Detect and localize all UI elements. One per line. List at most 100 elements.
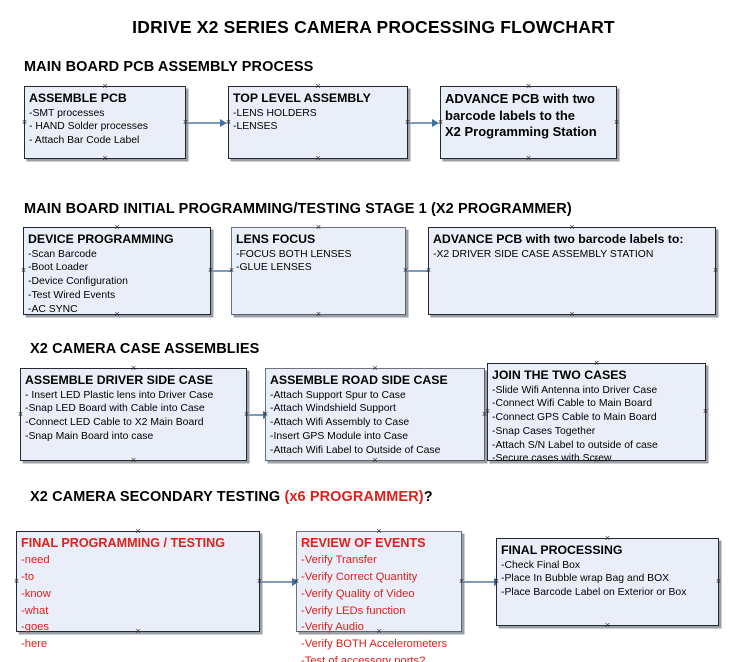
connection-handle-top[interactable]: ×: [376, 526, 382, 536]
node-line: -Attach Support Spur to Case: [270, 389, 406, 401]
node-line: -goes: [21, 621, 49, 634]
node-final-programming-testing[interactable]: FINAL PROGRAMMING / TESTING -need -to -k…: [14, 527, 262, 651]
node-line: -Connect GPS Cable to Main Board: [492, 412, 657, 424]
node-line: -Snap Cases Together: [492, 425, 596, 437]
node-line: -Attach Wifi Label to Outside of Case: [270, 444, 441, 456]
node-assemble-road-side-case[interactable]: ASSEMBLE ROAD SIDE CASE -Attach Support …: [263, 364, 487, 465]
connection-handle-right[interactable]: ×: [402, 265, 409, 275]
connection-handle-left[interactable]: ×: [20, 265, 27, 275]
arrow-top-level-to-advance-pcb: [410, 118, 440, 128]
node-line: -Secure cases with Screw: [492, 453, 612, 465]
connection-handle-left[interactable]: ×: [437, 116, 444, 127]
connection-handle-right[interactable]: ×: [243, 408, 250, 419]
node-advance-pcb-to-programming-station[interactable]: ADVANCE PCB with two barcode labels to t…: [438, 82, 619, 163]
node-line: -SMT processes: [29, 107, 105, 119]
node-final-processing[interactable]: FINAL PROCESSING -Check Final Box -Place…: [494, 534, 721, 630]
node-line: -know: [21, 587, 51, 600]
node-line: -Insert GPS Module into Case: [270, 430, 409, 442]
connection-handle-top[interactable]: ×: [315, 222, 322, 232]
node-line: -X2 DRIVER SIDE CASE ASSEMBLY STATION: [433, 248, 654, 260]
connection-handle-bottom[interactable]: ×: [525, 153, 532, 163]
connection-handle-top[interactable]: ×: [372, 363, 378, 373]
node-device-programming[interactable]: DEVICE PROGRAMMING -Scan Barcode -Boot L…: [21, 223, 213, 319]
connection-handle-left[interactable]: ×: [17, 408, 24, 419]
node-assemble-driver-side-case[interactable]: ASSEMBLE DRIVER SIDE CASE - Insert LED P…: [18, 364, 249, 465]
connection-handle-top[interactable]: ×: [114, 222, 120, 232]
connection-handle-left[interactable]: ×: [228, 265, 235, 275]
connection-handle-bottom[interactable]: ×: [315, 153, 321, 163]
node-top-level-assembly[interactable]: TOP LEVEL ASSEMBLY -LENS HOLDERS -LENSES…: [226, 82, 410, 163]
connection-handle-right[interactable]: ×: [207, 265, 214, 275]
connection-handle-top[interactable]: ×: [102, 81, 108, 91]
connection-handle-right[interactable]: ×: [715, 576, 722, 586]
node-line: -here: [21, 638, 48, 651]
connection-handle-left[interactable]: ×: [425, 265, 432, 275]
connection-handle-left[interactable]: ×: [225, 116, 232, 127]
node-line-overflow: -Test of accessory ports?: [301, 654, 426, 662]
node-line: - Attach Bar Code Label: [29, 135, 140, 147]
connection-handle-bottom[interactable]: ×: [604, 620, 611, 630]
node-title: ADVANCE PCB with two: [445, 91, 595, 106]
section-heading-3-text: X2 CAMERA CASE ASSEMBLIES: [30, 341, 260, 357]
connection-handle-bottom[interactable]: ×: [130, 455, 137, 465]
node-line: -Verify Transfer: [301, 554, 377, 567]
node-line: -Verify Audio: [301, 621, 364, 634]
node-join-the-two-cases[interactable]: JOIN THE TWO CASES -Slide Wifi Antenna i…: [485, 359, 708, 465]
node-line: -what: [21, 604, 49, 617]
connection-handle-bottom[interactable]: ×: [102, 153, 108, 163]
connection-handle-top[interactable]: ×: [593, 358, 600, 368]
section-heading-3: X2 CAMERA CASE ASSEMBLIES: [30, 341, 259, 357]
section-heading-4-accent: (x6 PROGRAMMER): [284, 489, 424, 505]
connection-handle-left[interactable]: ×: [13, 575, 20, 586]
node-advance-pcb-to-driver-side-case[interactable]: ADVANCE PCB with two barcode labels to: …: [426, 223, 718, 319]
node-title: LENS FOCUS: [236, 232, 316, 246]
section-heading-1: MAIN BOARD PCB ASSEMBLY PROCESS: [24, 59, 313, 75]
section-heading-4: X2 CAMERA SECONDARY TESTING (x6 PROGRAMM…: [30, 489, 433, 505]
arrow-assemble-pcb-to-top-level: [188, 118, 228, 128]
node-line: -Device Configuration: [28, 276, 128, 288]
connection-handle-left[interactable]: ×: [493, 576, 500, 586]
node-review-of-events[interactable]: REVIEW OF EVENTS -Verify Transfer -Verif…: [294, 527, 464, 662]
node-line: -need: [21, 554, 50, 567]
connection-handle-left[interactable]: ×: [262, 408, 269, 419]
connection-handle-top[interactable]: ×: [315, 81, 321, 91]
node-line: -Snap Main Board into case: [25, 430, 154, 442]
node-line: -Verify BOTH Accelerometers: [301, 638, 448, 651]
node-title: DEVICE PROGRAMMING: [28, 232, 174, 246]
node-title: TOP LEVEL ASSEMBLY: [233, 91, 371, 105]
connection-handle-left[interactable]: ×: [293, 575, 300, 586]
connection-handle-right[interactable]: ×: [712, 265, 719, 275]
node-line: -Slide Wifi Antenna into Driver Case: [492, 384, 658, 396]
connection-handle-right[interactable]: ×: [702, 406, 709, 416]
connection-handle-right[interactable]: ×: [613, 116, 620, 127]
node-line: -Connect Wifi Cable to Main Board: [492, 398, 652, 410]
connection-handle-top[interactable]: ×: [569, 222, 575, 232]
section-heading-2: MAIN BOARD INITIAL PROGRAMMING/TESTING S…: [24, 201, 572, 217]
node-line: -Test Wired Events: [28, 289, 116, 301]
connection-handle-top[interactable]: ×: [135, 526, 141, 536]
node-title: ADVANCE PCB with two barcode labels to:: [433, 232, 684, 246]
node-line: -Place In Bubble wrap Bag and BOX: [501, 573, 670, 585]
node-line: - Insert LED Plastic lens into Driver Ca…: [25, 389, 214, 401]
section-heading-1-text: MAIN BOARD PCB ASSEMBLY PROCESS: [24, 59, 314, 75]
connection-handle-top[interactable]: ×: [525, 81, 532, 91]
connection-handle-bottom[interactable]: ×: [569, 309, 575, 319]
node-line: -FOCUS BOTH LENSES: [236, 248, 352, 260]
node-assemble-pcb[interactable]: ASSEMBLE PCB -SMT processes - HAND Solde…: [22, 82, 188, 163]
node-line: -GLUE LENSES: [236, 262, 312, 274]
node-line: -Verify Quality of Video: [301, 587, 415, 600]
connection-handle-right[interactable]: ×: [404, 116, 411, 127]
connection-handle-left[interactable]: ×: [21, 116, 28, 127]
connection-handle-top[interactable]: ×: [130, 363, 137, 373]
node-title: ASSEMBLE PCB: [29, 91, 127, 105]
connection-handle-right[interactable]: ×: [256, 575, 263, 586]
connection-handle-right[interactable]: ×: [458, 575, 465, 586]
connection-handle-right[interactable]: ×: [182, 116, 189, 127]
node-lens-focus[interactable]: LENS FOCUS -FOCUS BOTH LENSES -GLUE LENS…: [229, 223, 408, 319]
node-line: -LENS HOLDERS: [233, 107, 317, 119]
connection-handle-bottom[interactable]: ×: [315, 309, 322, 319]
node-line: - HAND Solder processes: [29, 121, 148, 133]
section-heading-2-text: MAIN BOARD INITIAL PROGRAMMING/TESTING S…: [24, 201, 572, 217]
connection-handle-top[interactable]: ×: [604, 533, 611, 543]
